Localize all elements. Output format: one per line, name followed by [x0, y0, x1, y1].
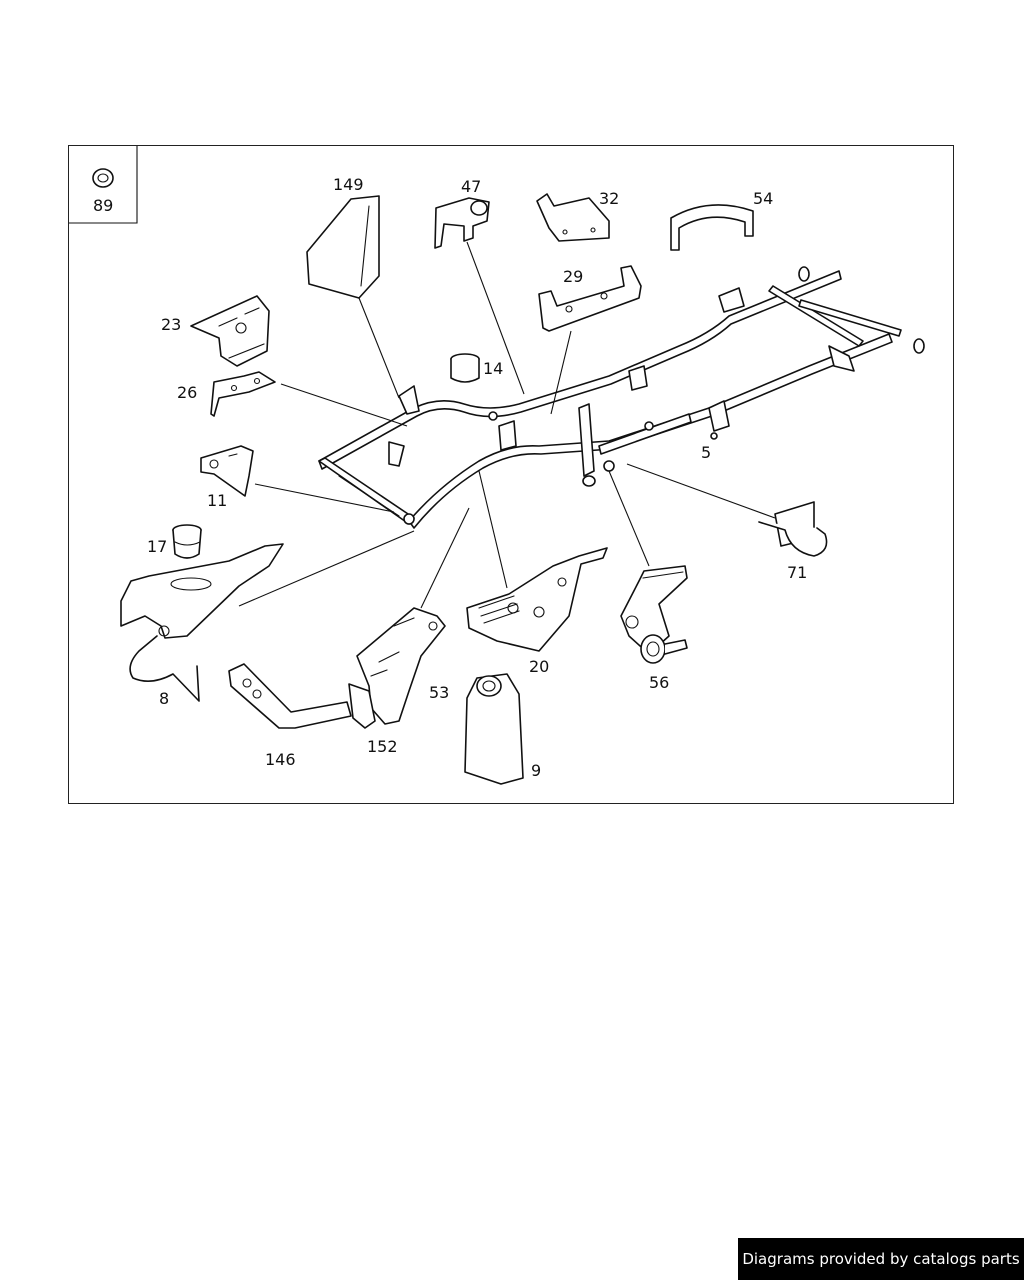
part-17: 17	[147, 524, 202, 559]
part-29: 29	[538, 265, 642, 415]
part-9: 9	[464, 673, 541, 785]
part-32: 32	[536, 189, 619, 242]
part-label-9: 9	[531, 761, 541, 780]
part-label-23: 23	[161, 315, 181, 334]
part-label-149: 149	[333, 175, 364, 194]
part-54: 54	[670, 189, 773, 251]
part-53: 53	[356, 507, 470, 725]
credit-banner: Diagrams provided by catalogs parts	[738, 1238, 1024, 1280]
part-label-20: 20	[529, 657, 549, 676]
part-label-71: 71	[787, 563, 807, 582]
frame-exploded-view: 89 149	[69, 146, 925, 785]
part-label-29: 29	[563, 267, 583, 286]
part-146: 146	[228, 663, 352, 769]
part-label-11: 11	[207, 491, 227, 510]
part-26: 26	[177, 371, 408, 427]
part-label-56: 56	[649, 673, 669, 692]
part-149: 149	[306, 175, 400, 399]
part-152: 152	[348, 683, 398, 756]
part-47: 47	[434, 177, 525, 395]
part-14: 14	[450, 353, 503, 383]
part-label-89: 89	[93, 196, 113, 215]
chassis-frame	[318, 266, 925, 529]
part-label-47: 47	[461, 177, 481, 196]
part-label-54: 54	[753, 189, 773, 208]
part-20: 20	[466, 470, 608, 676]
part-label-17: 17	[147, 537, 167, 556]
parts-diagram: 89 149	[68, 145, 954, 804]
part-label-14: 14	[483, 359, 503, 378]
part-label-5: 5	[701, 443, 711, 462]
part-8: 8	[120, 530, 415, 708]
part-11: 11	[200, 445, 395, 513]
inset-box-89: 89	[69, 146, 138, 224]
part-label-8: 8	[159, 689, 169, 708]
part-label-53: 53	[429, 683, 449, 702]
part-23: 23	[161, 295, 270, 367]
part-label-152: 152	[367, 737, 398, 756]
part-56: 56	[608, 470, 688, 692]
part-label-26: 26	[177, 383, 197, 402]
part-label-146: 146	[265, 750, 296, 769]
part-label-32: 32	[599, 189, 619, 208]
part-71: 71	[626, 463, 828, 582]
